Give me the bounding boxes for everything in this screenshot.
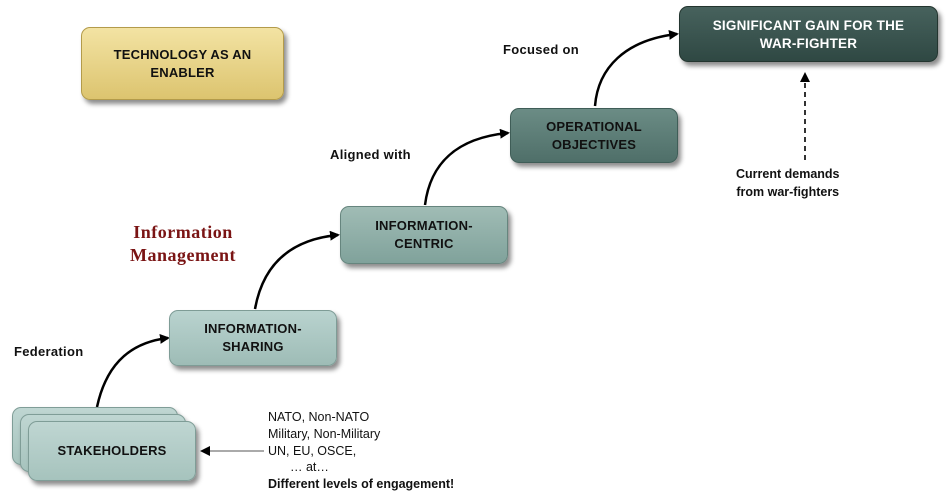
stakeholder-list-item: Different levels of engagement!	[268, 477, 455, 491]
significant-gain-box: SIGNIFICANT GAIN FOR THE WAR-FIGHTER	[679, 6, 938, 62]
federation-label: Federation	[14, 344, 84, 359]
stakeholder-list-item: NATO, Non-NATO	[268, 410, 370, 424]
focused-on-label: Focused on	[503, 42, 579, 57]
stakeholder-list: NATO, Non-NATO Military, Non-Military UN…	[268, 409, 454, 493]
stakeholder-list-item: Military, Non-Military	[268, 426, 381, 441]
information-sharing-box: INFORMATION- SHARING	[169, 310, 337, 366]
arrow-centric-to-operational	[423, 128, 510, 206]
current-demands-label: Current demands from war-fighters	[736, 167, 840, 199]
information-management-label: Information Management	[130, 222, 236, 266]
arrow-sharing-to-centric	[253, 230, 340, 310]
arrow-stakeholders-to-sharing	[95, 333, 170, 408]
stakeholders-box: STAKEHOLDERS	[28, 421, 196, 481]
technology-enabler-box: TECHNOLOGY AS AN ENABLER	[81, 27, 284, 100]
aligned-with-label: Aligned with	[330, 147, 411, 162]
arrow-operational-to-gain	[593, 29, 679, 107]
operational-objectives-box: OPERATIONAL OBJECTIVES	[510, 108, 678, 163]
stakeholder-list-item: UN, EU, OSCE,	[268, 443, 357, 458]
stakeholder-list-item: … at…	[290, 460, 329, 475]
information-centric-box: INFORMATION- CENTRIC	[340, 206, 508, 264]
